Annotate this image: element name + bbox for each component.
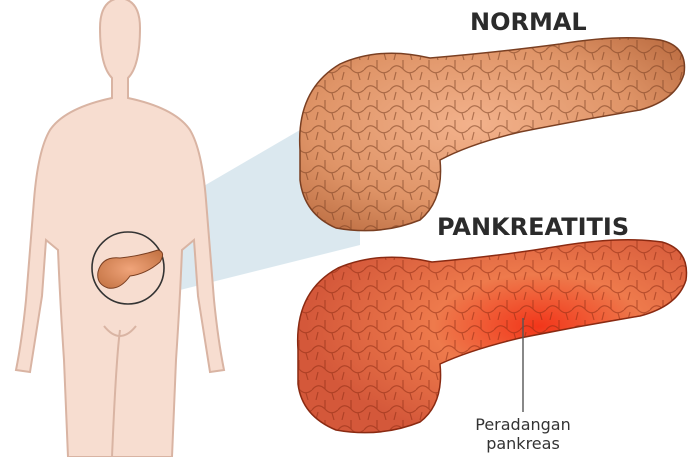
magnifier-circle [92, 232, 164, 304]
inflamed-pancreas [298, 240, 687, 433]
callout-line-1: Peradangan [458, 415, 588, 434]
human-body [16, 0, 224, 457]
callout-line-2: pankreas [458, 434, 588, 453]
normal-pancreas [300, 38, 685, 231]
callout-label: Peradangan pankreas [458, 415, 588, 453]
normal-title: NORMAL [470, 8, 587, 36]
pankreatitis-title: PANKREATITIS [437, 213, 629, 241]
